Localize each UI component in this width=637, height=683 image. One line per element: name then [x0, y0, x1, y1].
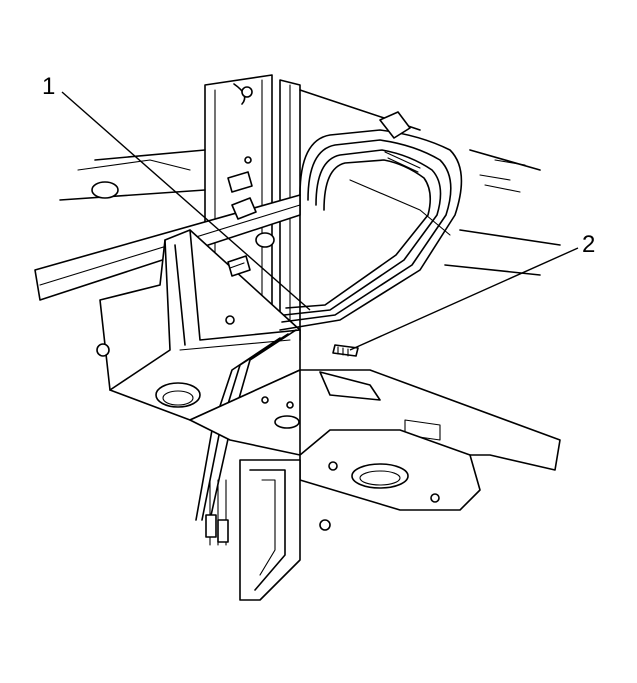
left-frame-rail — [96, 229, 301, 421]
lower-mount-bracket — [299, 429, 481, 511]
line-retainer-clip — [332, 344, 359, 357]
lower-vertical-channel — [239, 459, 331, 601]
lower-crossmember — [189, 369, 561, 471]
fasteners — [227, 171, 275, 277]
callout-1-leader — [61, 91, 311, 311]
callout-1-label: 1 — [42, 73, 55, 100]
callout-2-label: 2 — [582, 231, 595, 258]
fuel-line-bundle — [195, 111, 463, 546]
rear-body-panel — [59, 89, 561, 276]
callout-2-leader — [349, 247, 579, 351]
